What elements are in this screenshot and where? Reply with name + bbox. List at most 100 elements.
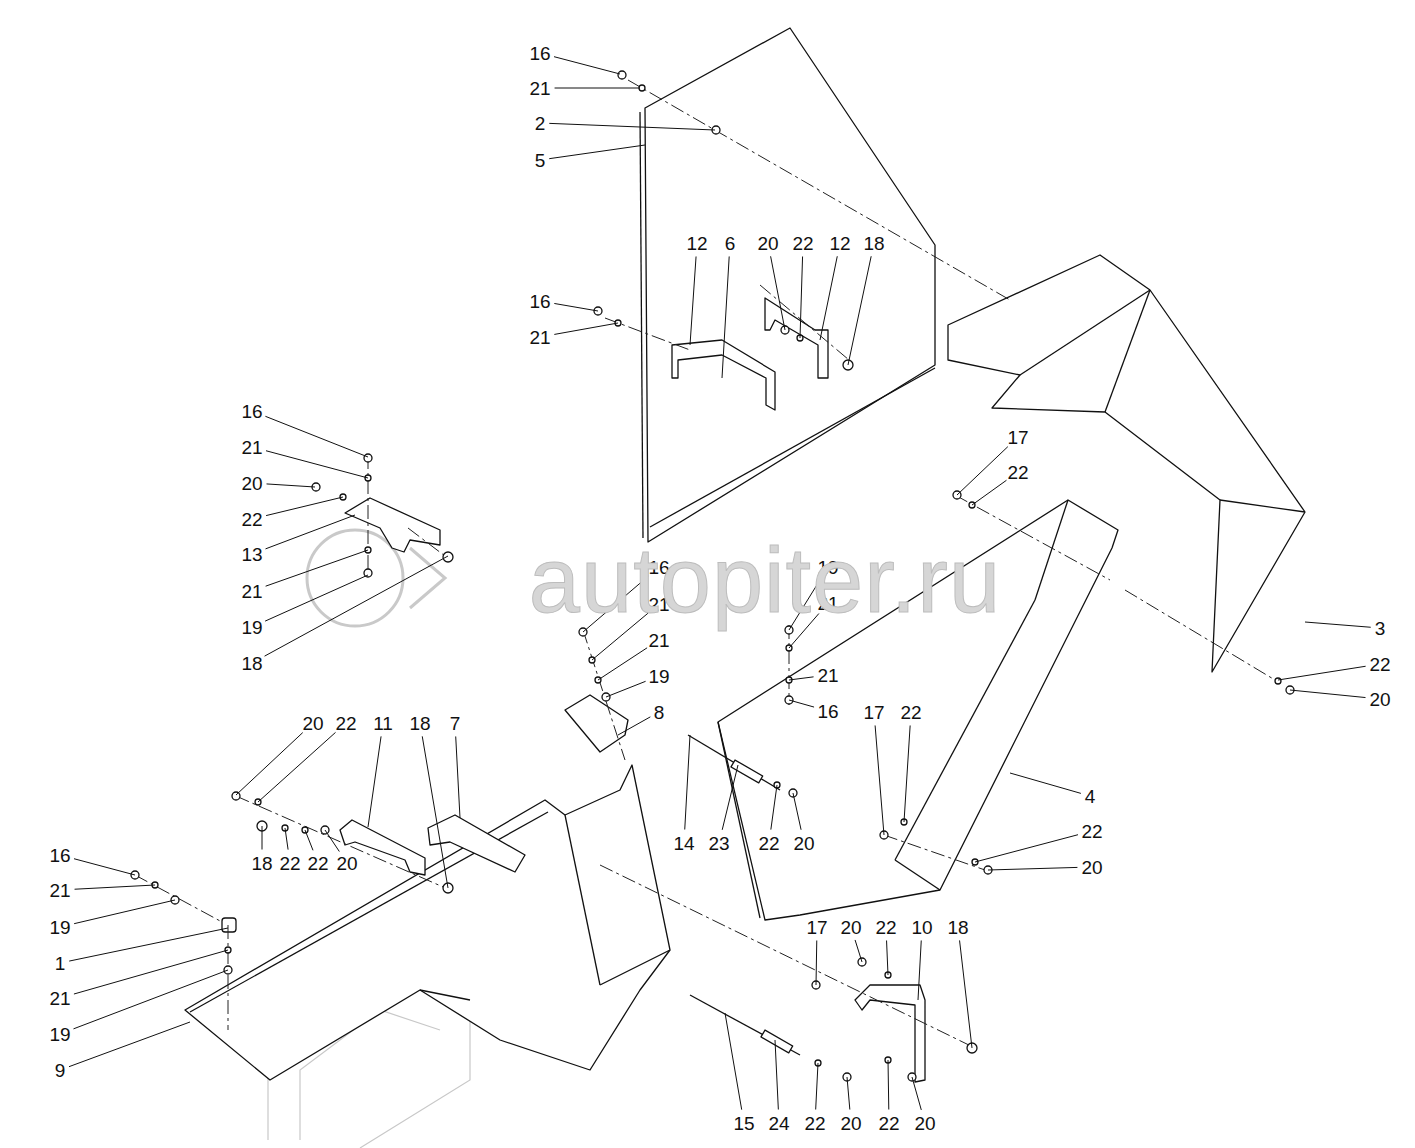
leader-line (265, 515, 355, 549)
leader-line (847, 1077, 850, 1110)
callout-number: 22 (900, 703, 921, 722)
leader-line (816, 1063, 818, 1110)
leader-line (904, 725, 910, 822)
callout-number: 21 (241, 438, 262, 457)
leader-line (265, 556, 448, 656)
callout-number: 22 (1369, 655, 1390, 674)
leader-line (725, 1013, 742, 1110)
leader-line (554, 323, 618, 334)
watermark: autopiter.ru (529, 534, 1001, 626)
callout-number: 19 (49, 918, 70, 937)
callout-number: 20 (757, 234, 778, 253)
callout-number: 22 (758, 834, 779, 853)
callout-number: 16 (241, 402, 262, 421)
leader-line (422, 736, 448, 888)
callout-number: 20 (793, 834, 814, 853)
callout-number: 20 (914, 1114, 935, 1133)
callout-number: 20 (840, 1114, 861, 1133)
leader-line (1278, 666, 1366, 680)
leader-line (75, 885, 155, 889)
leader-line (262, 826, 263, 850)
callout-number: 10 (911, 918, 932, 937)
leader-line (888, 1060, 890, 1110)
leader-line (456, 736, 460, 818)
leader-line (789, 677, 814, 680)
leader-line (816, 940, 818, 985)
callout-number: 22 (279, 854, 300, 873)
callout-number: 16 (529, 44, 550, 63)
callout-number: 18 (241, 654, 262, 673)
callout-number: 18 (409, 714, 430, 733)
leader-line (912, 1077, 921, 1110)
callout-number: 20 (840, 918, 861, 937)
leader-line (771, 256, 785, 330)
leader-line (285, 828, 288, 850)
leader-line (606, 681, 646, 697)
callout-number: 22 (792, 234, 813, 253)
leader-line (555, 88, 640, 89)
leader-line (267, 484, 315, 487)
callout-number: 1 (55, 954, 66, 973)
callout-number: 17 (863, 703, 884, 722)
leader-line (368, 736, 381, 827)
leader-line (549, 145, 645, 159)
callout-number: 21 (529, 328, 550, 347)
callout-number: 20 (241, 474, 262, 493)
leader-line (722, 256, 729, 378)
leader-line (325, 830, 339, 852)
leader-line (266, 497, 343, 516)
callout-number: 19 (648, 667, 669, 686)
callout-number: 5 (535, 151, 546, 170)
callout-number: 18 (863, 234, 884, 253)
leader-line (988, 867, 1077, 870)
callout-number: 16 (529, 292, 550, 311)
leader-line (1290, 690, 1366, 698)
leader-line (618, 717, 650, 735)
leader-line (771, 785, 777, 830)
leader-line (875, 725, 884, 835)
callout-number: 22 (1007, 463, 1028, 482)
leader-line (265, 416, 368, 457)
leader-line (972, 480, 1006, 505)
leader-line (73, 970, 228, 1029)
leader-line (820, 256, 837, 340)
leader-line (598, 648, 647, 680)
callout-number: 16 (49, 846, 70, 865)
callout-number: 21 (49, 881, 70, 900)
leader-line (1010, 773, 1081, 793)
callout-number: 12 (829, 234, 850, 253)
callout-number: 17 (1007, 428, 1028, 447)
callout-number: 14 (673, 834, 694, 853)
leader-line (258, 732, 336, 802)
callout-number: 8 (654, 703, 665, 722)
callout-number: 19 (241, 618, 262, 637)
leader-line (69, 1022, 190, 1067)
callout-number: 20 (336, 854, 357, 873)
leader-line (975, 835, 1078, 862)
callout-number: 18 (947, 918, 968, 937)
callout-number: 22 (307, 854, 328, 873)
leader-line (554, 57, 620, 74)
leader-line (800, 256, 803, 338)
callout-number: 22 (335, 714, 356, 733)
leader-line (887, 940, 888, 975)
callout-number: 20 (1081, 858, 1102, 877)
leader-line (265, 575, 368, 621)
callout-number: 22 (878, 1114, 899, 1133)
callout-number: 18 (251, 854, 272, 873)
leader-line (957, 447, 1008, 495)
callout-number: 24 (768, 1114, 789, 1133)
callout-number: 17 (806, 918, 827, 937)
callout-number: 22 (875, 918, 896, 937)
leader-line (74, 859, 135, 875)
callout-number: 7 (450, 714, 461, 733)
callout-number: 21 (817, 666, 838, 685)
callout-number: 13 (241, 545, 262, 564)
callout-number: 23 (708, 834, 729, 853)
callout-number: 4 (1085, 787, 1096, 806)
leader-line (74, 900, 175, 924)
callout-number: 22 (804, 1114, 825, 1133)
leader-line (775, 1040, 778, 1110)
callout-number: 2 (535, 114, 546, 133)
